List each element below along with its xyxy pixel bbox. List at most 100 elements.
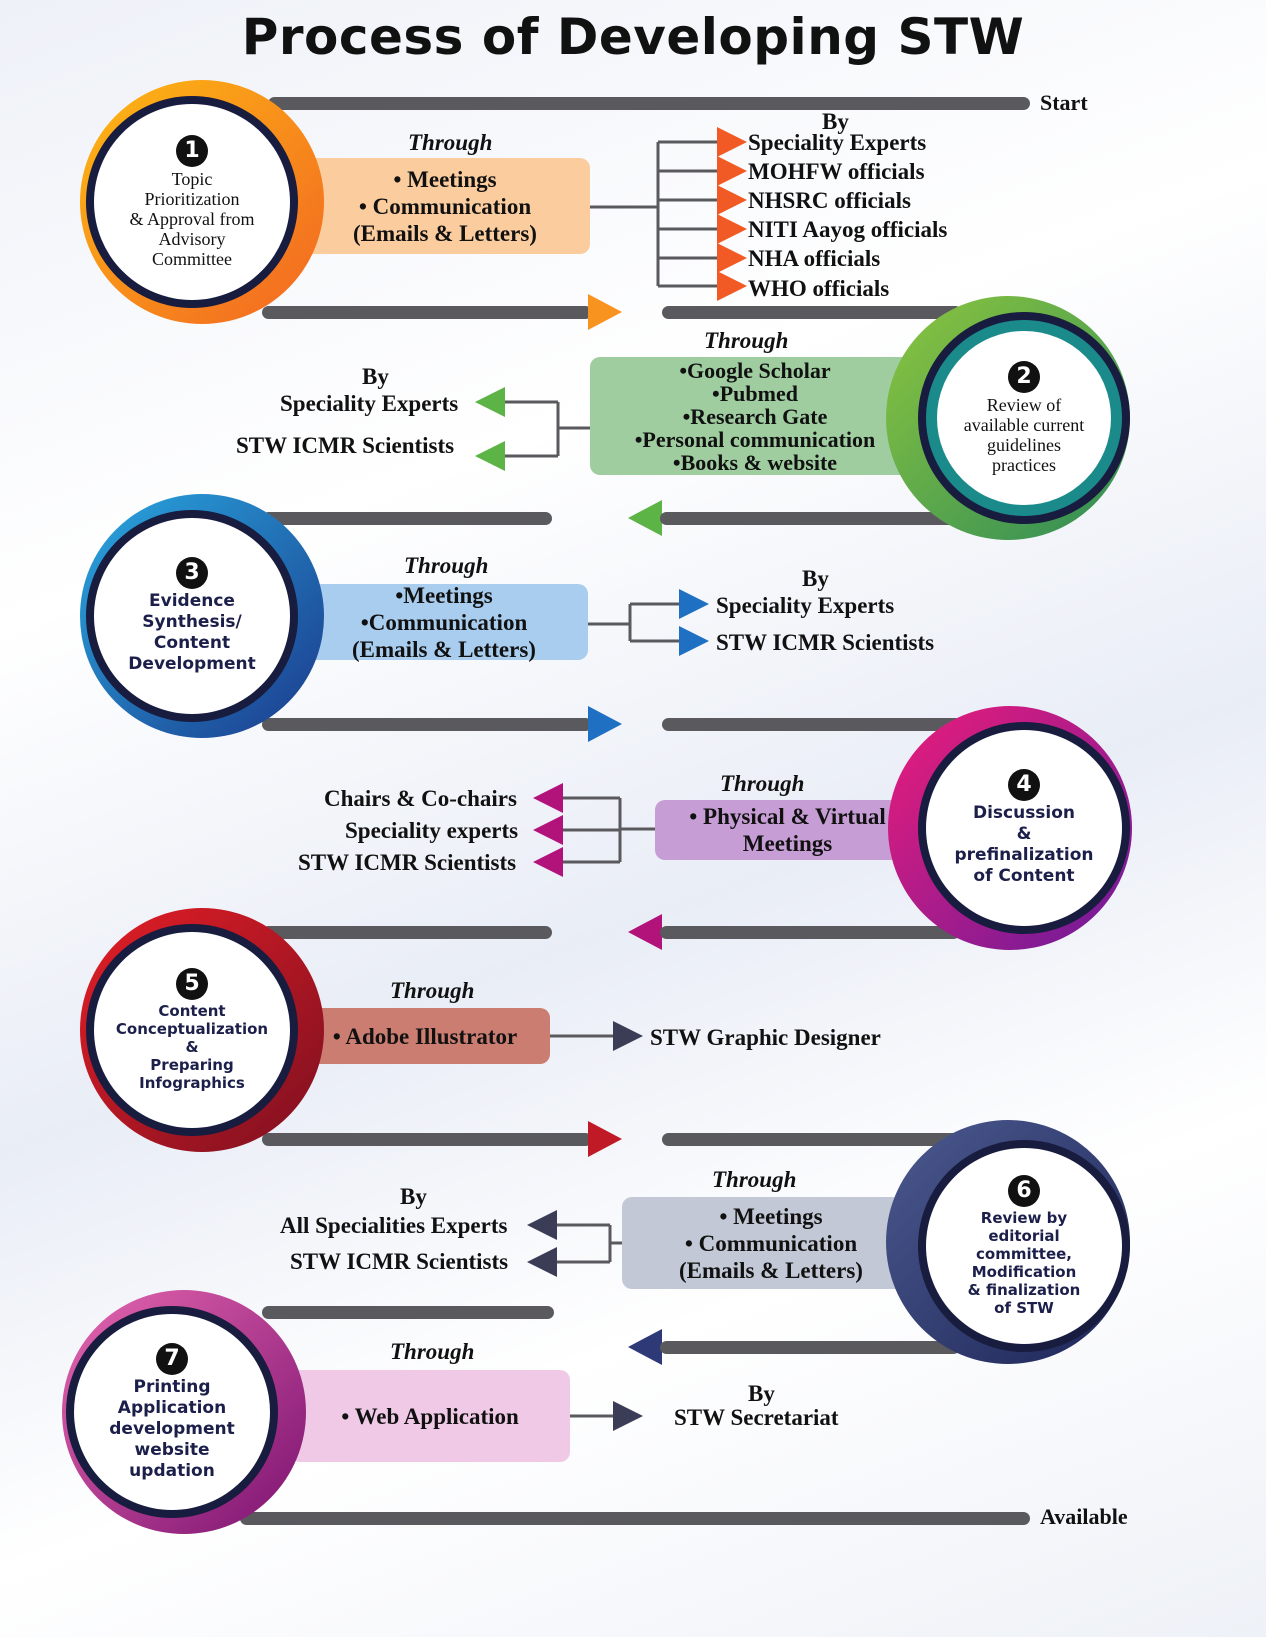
step-3-title-line: Evidence [149,591,235,611]
track-bar-1-left [262,306,592,319]
step-7-title-line: website [134,1439,210,1460]
step-4-title-line: of Content [973,866,1075,886]
step-6-by-label: By [400,1184,427,1209]
step-7-through-label: Through [390,1339,475,1364]
track-bar-4-right [660,926,960,939]
arrow-left-2 [628,500,662,536]
step-3-methods-box: •Meetings •Communication (Emails & Lette… [300,582,588,662]
step-4-methods-box: • Physical & Virtual Meetings [655,800,920,860]
step-3-method: (Emails & Letters) [352,636,536,662]
step-2-method: •Personal communication [634,426,876,452]
step-5-methods-box: • Adobe Illustrator [300,1008,550,1064]
step-1-target: NHSRC officials [748,188,911,213]
step-2-methods-box: •Google Scholar •Pubmed •Research Gate •… [590,357,920,475]
start-label: Start [1040,90,1088,115]
step-1-title-line: Topic [171,169,213,189]
step-6-circle: 6 Review by editorial committee, Modific… [918,1140,1130,1352]
step-7-by-label: By [748,1381,775,1406]
step-3-method: •Meetings [395,582,493,608]
step-6-method: • Communication [684,1230,858,1256]
step-2-circle: 2 Review of available current guidelines… [918,312,1130,524]
step-1-target: Speciality Experts [748,130,927,155]
step-2-target: Speciality Experts [280,391,459,416]
step-3-target: Speciality Experts [716,593,895,618]
step-1-by-label: By [822,109,849,134]
step-2-method: •Pubmed [712,380,798,406]
track-bar-4-left [262,926,552,939]
step-7-title-line: development [109,1418,235,1439]
step-3-method: •Communication [360,609,528,635]
track-bar-6-left [262,1306,554,1319]
step-7-title-line: Printing [133,1376,211,1397]
step-1-through-label: Through [408,130,493,155]
step-1-title-line: Advisory [158,229,226,249]
track-bar-6-right [660,1341,960,1354]
step-3-title-line: Development [128,654,256,674]
step-4-method: Meetings [742,831,833,856]
step-4-method: • Physical & Virtual [689,804,886,829]
step-1-title-line: Prioritization [144,189,240,209]
step-6-methods-box: • Meetings • Communication (Emails & Let… [622,1197,920,1289]
step-2-target: STW ICMR Scientists [236,433,455,458]
step-2-through-label: Through [704,328,789,353]
step-7-target: STW Secretariat [674,1405,839,1430]
step-5-title-line: Content [158,1002,226,1020]
step-6-title-line: committee, [976,1245,1072,1263]
step-7-methods-box: • Web Application [290,1370,570,1462]
step-5-title-line: & [185,1038,199,1056]
step-5-title-line: Infographics [139,1074,245,1092]
step-5-target: STW Graphic Designer [650,1025,881,1050]
step-1-method: • Communication [358,193,532,219]
step-4-target: STW ICMR Scientists [298,850,517,875]
step-1-methods-box: • Meetings • Communication (Emails & Let… [300,158,590,254]
step-6-title-line: of STW [994,1299,1054,1317]
track-bar-2-left [262,512,552,525]
track-bar-end [240,1512,1030,1525]
step-6-target: STW ICMR Scientists [290,1249,509,1274]
step-1-number: 1 [176,135,208,167]
step-6-title-line: Modification [971,1263,1077,1281]
step-3-circle: 3 Evidence Synthesis/ Content Developmen… [86,510,298,722]
step-3-number: 3 [176,557,208,589]
step-5-through-label: Through [390,978,475,1003]
track-bar-2-right [660,512,960,525]
track-bar-start [268,97,1030,110]
step-2-title-line: Review of [986,395,1062,415]
step-2-title-line: guidelines [987,435,1061,455]
arrow-right-5 [588,1121,622,1157]
step-5-title-line: Preparing [150,1056,234,1074]
step-1-target: MOHFW officials [748,159,925,184]
step-6-method: (Emails & Letters) [679,1257,863,1283]
arrow-left-6 [628,1329,662,1365]
track-bar-5-left [262,1133,592,1146]
step-3-title-line: Content [153,633,231,653]
step-1-target: WHO officials [748,276,890,301]
step-4-title-line: Discussion [972,803,1076,823]
step-6-method: • Meetings [719,1203,823,1229]
step-2-number: 2 [1008,361,1040,393]
step-1-title-line: Committee [152,249,232,269]
arrow-right-3 [588,706,622,742]
step-6-title-line: editorial [988,1227,1060,1245]
step-4-target: Speciality experts [345,818,519,843]
step-3-title-line: Synthesis/ [142,612,242,632]
step-1-method: • Meetings [393,166,497,192]
track-bar-3-left [262,718,592,731]
step-1-target: NITI Aayog officials [748,217,948,242]
end-label: Available [1040,1504,1128,1529]
step-7-method: • Web Application [341,1403,519,1429]
step-2-method: •Research Gate [682,403,828,429]
step-6-title-line: & finalization [967,1281,1081,1299]
step-5-title-line: Conceptualization [115,1020,269,1038]
step-6-target: All Specialities Experts [280,1213,508,1238]
arrow-right-1 [588,294,622,330]
step-1-circle: 1 Topic Prioritization & Approval from A… [86,96,298,308]
track-bar-1-right [662,306,962,319]
step-6-number: 6 [1008,1175,1040,1207]
step-2-method: •Books & website [672,449,838,475]
track-bar-5-right [662,1133,962,1146]
step-2-title-line: practices [992,455,1056,475]
step-2-title-line: available current [963,415,1085,435]
arrow-left-4 [628,914,662,950]
step-7-title-line: updation [129,1460,215,1481]
